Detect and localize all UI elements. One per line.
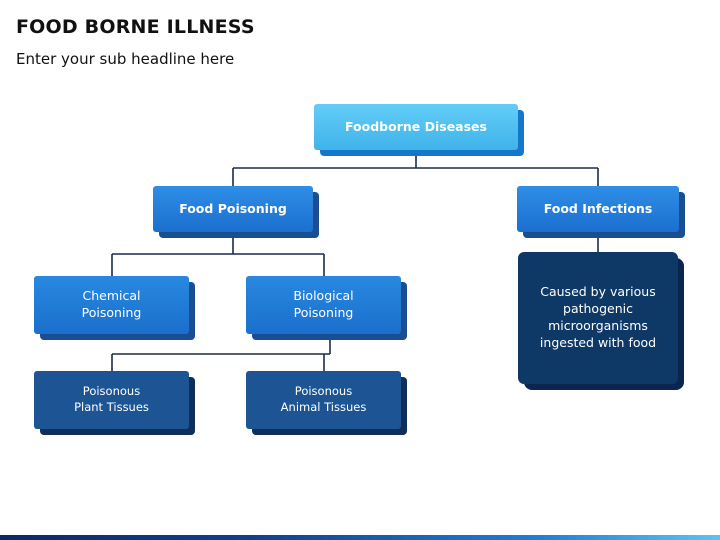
node-foodborne-diseases-label: Foodborne Diseases xyxy=(314,104,518,150)
node-plant-tissues-label: Poisonous Plant Tissues xyxy=(34,371,189,429)
page-title: FOOD BORNE ILLNESS xyxy=(16,16,255,38)
node-animal-tissues: Poisonous Animal Tissues xyxy=(246,371,407,435)
node-chemical-poisoning-label: Chemical Poisoning xyxy=(34,276,189,334)
node-biological-poisoning: Biological Poisoning xyxy=(246,276,407,340)
node-chemical-poisoning: Chemical Poisoning xyxy=(34,276,195,340)
node-foodborne-diseases: Foodborne Diseases xyxy=(314,104,524,156)
node-food-infections: Food Infections xyxy=(517,186,685,238)
node-food-infections-label: Food Infections xyxy=(517,186,679,232)
node-infection-description-label: Caused by various pathogenic microorgani… xyxy=(518,252,678,384)
node-food-poisoning: Food Poisoning xyxy=(153,186,319,238)
bottom-accent-bar xyxy=(0,535,720,540)
node-plant-tissues: Poisonous Plant Tissues xyxy=(34,371,195,435)
node-biological-poisoning-label: Biological Poisoning xyxy=(246,276,401,334)
node-animal-tissues-label: Poisonous Animal Tissues xyxy=(246,371,401,429)
node-food-poisoning-label: Food Poisoning xyxy=(153,186,313,232)
page-subtitle: Enter your sub headline here xyxy=(16,50,235,68)
node-infection-description: Caused by various pathogenic microorgani… xyxy=(518,252,684,390)
